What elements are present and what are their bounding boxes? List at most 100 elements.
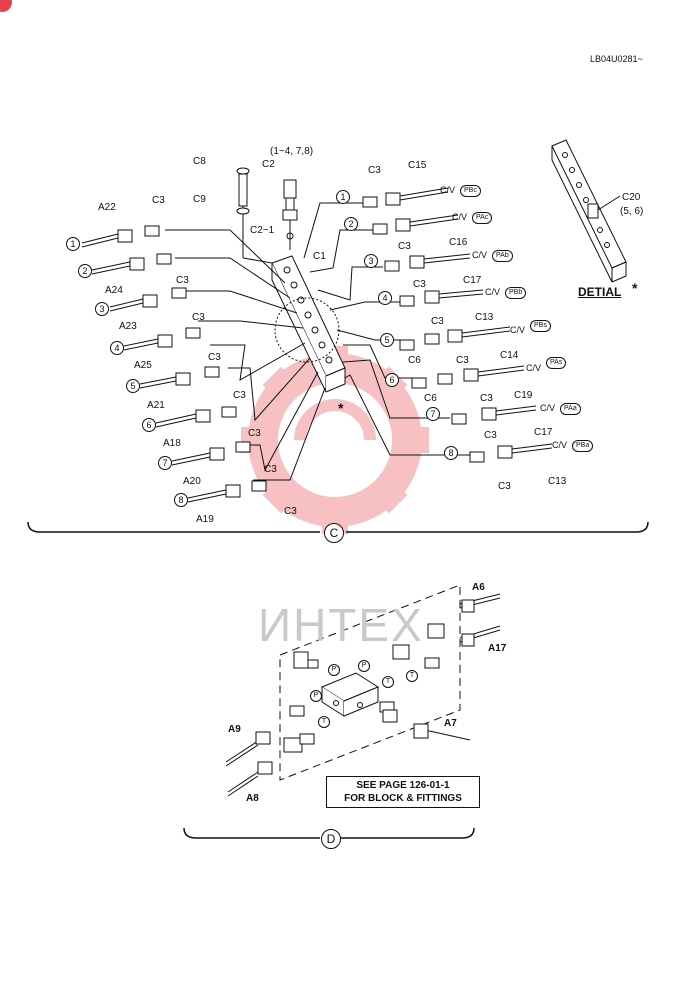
- ref-a17: A17: [488, 643, 507, 654]
- ref-a8: A8: [246, 793, 259, 804]
- left-row-3-num: 3: [95, 302, 109, 316]
- right-row-8-cv: C/V: [552, 440, 568, 450]
- right-row-1-port: PBc: [460, 185, 481, 197]
- right-row-1-cv: C/V: [440, 185, 456, 195]
- right-row-3-hose: C17: [463, 275, 482, 286]
- ref-c8: C8: [193, 156, 206, 167]
- port-t-3: T: [406, 670, 418, 682]
- note-line-1: SEE PAGE 126-01-1: [356, 780, 450, 791]
- left-row-6-num: 6: [142, 418, 156, 432]
- right-row-8-hose: C13: [548, 476, 567, 487]
- right-row-5-extra: C6: [408, 355, 421, 366]
- washer-c9-icon: [236, 207, 250, 215]
- watermark-text: ИНТЕХ: [258, 599, 424, 651]
- bolt-c8-icon: [236, 167, 273, 264]
- left-row-1-hose: A22: [98, 202, 116, 213]
- left-row-3-hose: A23: [119, 321, 137, 332]
- detail-label: DETIAL: [578, 285, 622, 299]
- right-row-4-hose: C13: [475, 312, 494, 323]
- right-row-5-cv: C/V: [510, 325, 526, 335]
- left-row-1-num: 1: [66, 237, 80, 251]
- ref-c2-note: (1~4, 7,8): [270, 146, 314, 157]
- right-row-6-fit: C3: [480, 393, 493, 404]
- right-row-6-hose: C19: [514, 390, 533, 401]
- right-row-2-port: PAc: [472, 212, 493, 224]
- left-row-5-fit: C3: [233, 390, 246, 401]
- right-row-1-hose: C15: [408, 160, 427, 171]
- port-p-2: P: [358, 660, 370, 672]
- left-row-7-num: 7: [158, 456, 172, 470]
- left-row-4-hose: A25: [134, 360, 152, 371]
- right-row-7-hose: C17: [534, 427, 553, 438]
- left-row-5-hose: A21: [147, 400, 165, 411]
- left-row-4-num: 4: [110, 341, 124, 355]
- left-row-8-num: 8: [174, 493, 188, 507]
- right-row-3-port: PAb: [492, 250, 513, 262]
- ref-c1: C1: [313, 251, 326, 262]
- right-row-4-num: 4: [378, 291, 392, 305]
- corner-badge-icon: [0, 0, 12, 12]
- note-line-2: FOR BLOCK & FITTINGS: [344, 793, 462, 804]
- right-row-2-hose: C16: [449, 237, 468, 248]
- detail-block-icon: [551, 139, 627, 283]
- right-row-5-hose: C14: [500, 350, 519, 361]
- right-row-7-cv: C/V: [540, 403, 556, 413]
- valve-block-d: [320, 672, 380, 717]
- section-c-letter: C: [324, 523, 344, 543]
- left-row-5-num: 5: [126, 379, 140, 393]
- right-row-2-cv: C/V: [452, 212, 468, 222]
- right-row-1-fit: C3: [368, 165, 381, 176]
- right-row-6-port: PAs: [546, 357, 567, 369]
- right-row-3-num: 3: [364, 254, 378, 268]
- right-row-6-num: 6: [385, 373, 399, 387]
- right-row-5-port: PBs: [530, 320, 551, 332]
- ref-a7: A7: [444, 718, 457, 729]
- right-row-3-cv: C/V: [472, 250, 488, 260]
- right-row-8-port: PBa: [572, 440, 594, 452]
- left-row-1-fit: C3: [152, 195, 165, 206]
- ref-a9: A9: [228, 724, 241, 735]
- left-row-7-fit: C3: [264, 464, 277, 475]
- left-row-8-fit: C3: [284, 506, 297, 517]
- ref-a6: A6: [472, 582, 485, 593]
- left-hoses: [81, 225, 267, 503]
- left-row-3-fit: C3: [192, 312, 205, 323]
- see-page-note: SEE PAGE 126-01-1 FOR BLOCK & FITTINGS: [326, 776, 480, 808]
- right-row-5-fit: C3: [456, 355, 469, 366]
- section-d-letter: D: [321, 829, 341, 849]
- fitting-c2-icon: [282, 179, 298, 250]
- port-t-1: T: [382, 676, 394, 688]
- right-row-2-fit: C3: [398, 241, 411, 252]
- right-row-4-cv: C/V: [485, 287, 501, 297]
- left-row-7-hose: A20: [183, 476, 201, 487]
- right-row-8-fit: C3: [498, 481, 511, 492]
- left-row-2-fit: C3: [176, 275, 189, 286]
- detail-ref-c20: C20: [622, 192, 641, 203]
- ref-c9: C9: [193, 194, 206, 205]
- right-row-7-num: 7: [426, 407, 440, 421]
- asterisk-mark: *: [338, 400, 344, 416]
- right-row-5-num: 5: [380, 333, 394, 347]
- left-row-2-hose: A24: [105, 285, 123, 296]
- right-row-3-fit: C3: [413, 279, 426, 290]
- right-row-4-port: PBb: [505, 287, 527, 299]
- left-row-2-num: 2: [78, 264, 92, 278]
- right-row-2-num: 2: [344, 217, 358, 231]
- port-p-1: P: [328, 664, 340, 676]
- detail-ref-note: (5, 6): [620, 206, 644, 217]
- port-p-3: P: [310, 690, 322, 702]
- detail-mark: *: [632, 280, 638, 296]
- left-row-8-hose: A19: [196, 514, 214, 525]
- right-row-6-extra: C6: [424, 393, 437, 404]
- left-row-6-hose: A18: [163, 438, 181, 449]
- right-row-1-num: 1: [336, 190, 350, 204]
- right-row-4-fit: C3: [431, 316, 444, 327]
- port-t-2: T: [318, 716, 330, 728]
- right-row-7-fit: C3: [484, 430, 497, 441]
- ref-c2: C2: [262, 159, 275, 170]
- right-row-7-port: PAa: [560, 403, 581, 415]
- left-row-4-fit: C3: [208, 352, 221, 363]
- right-row-8-num: 8: [444, 446, 458, 460]
